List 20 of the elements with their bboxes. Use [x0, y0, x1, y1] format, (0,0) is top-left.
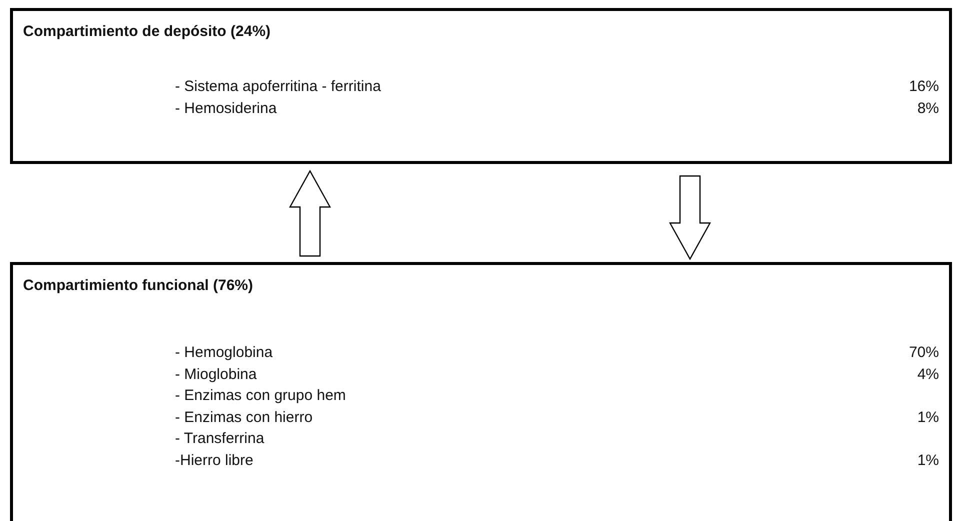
- percentage-value: 16%: [908, 78, 939, 96]
- list-item: -Hierro libre: [175, 452, 254, 470]
- list-item: - Enzimas con grupo hem: [175, 387, 346, 405]
- compartment-box: [10, 8, 952, 164]
- percentage-value: 1%: [917, 408, 939, 426]
- block-arrow: [668, 175, 712, 260]
- section-heading: Compartimiento funcional (76%): [23, 277, 254, 295]
- list-item: - Hemosiderina: [175, 100, 277, 118]
- percentage-value: 1%: [917, 452, 939, 470]
- list-item: - Enzimas con hierro: [175, 408, 313, 426]
- list-item: - Transferrina: [175, 430, 264, 448]
- compartment-box: [10, 262, 952, 521]
- percentage-value: 70%: [908, 344, 939, 362]
- percentage-value: 8%: [917, 100, 939, 118]
- percentage-value: 4%: [917, 366, 939, 384]
- list-item: - Sistema apoferritina - ferritina: [175, 78, 381, 96]
- list-item: - Hemoglobina: [175, 344, 273, 362]
- section-heading: Compartimiento de depósito (24%): [23, 23, 271, 41]
- list-item: - Mioglobina: [175, 366, 257, 384]
- block-arrow: [288, 170, 332, 257]
